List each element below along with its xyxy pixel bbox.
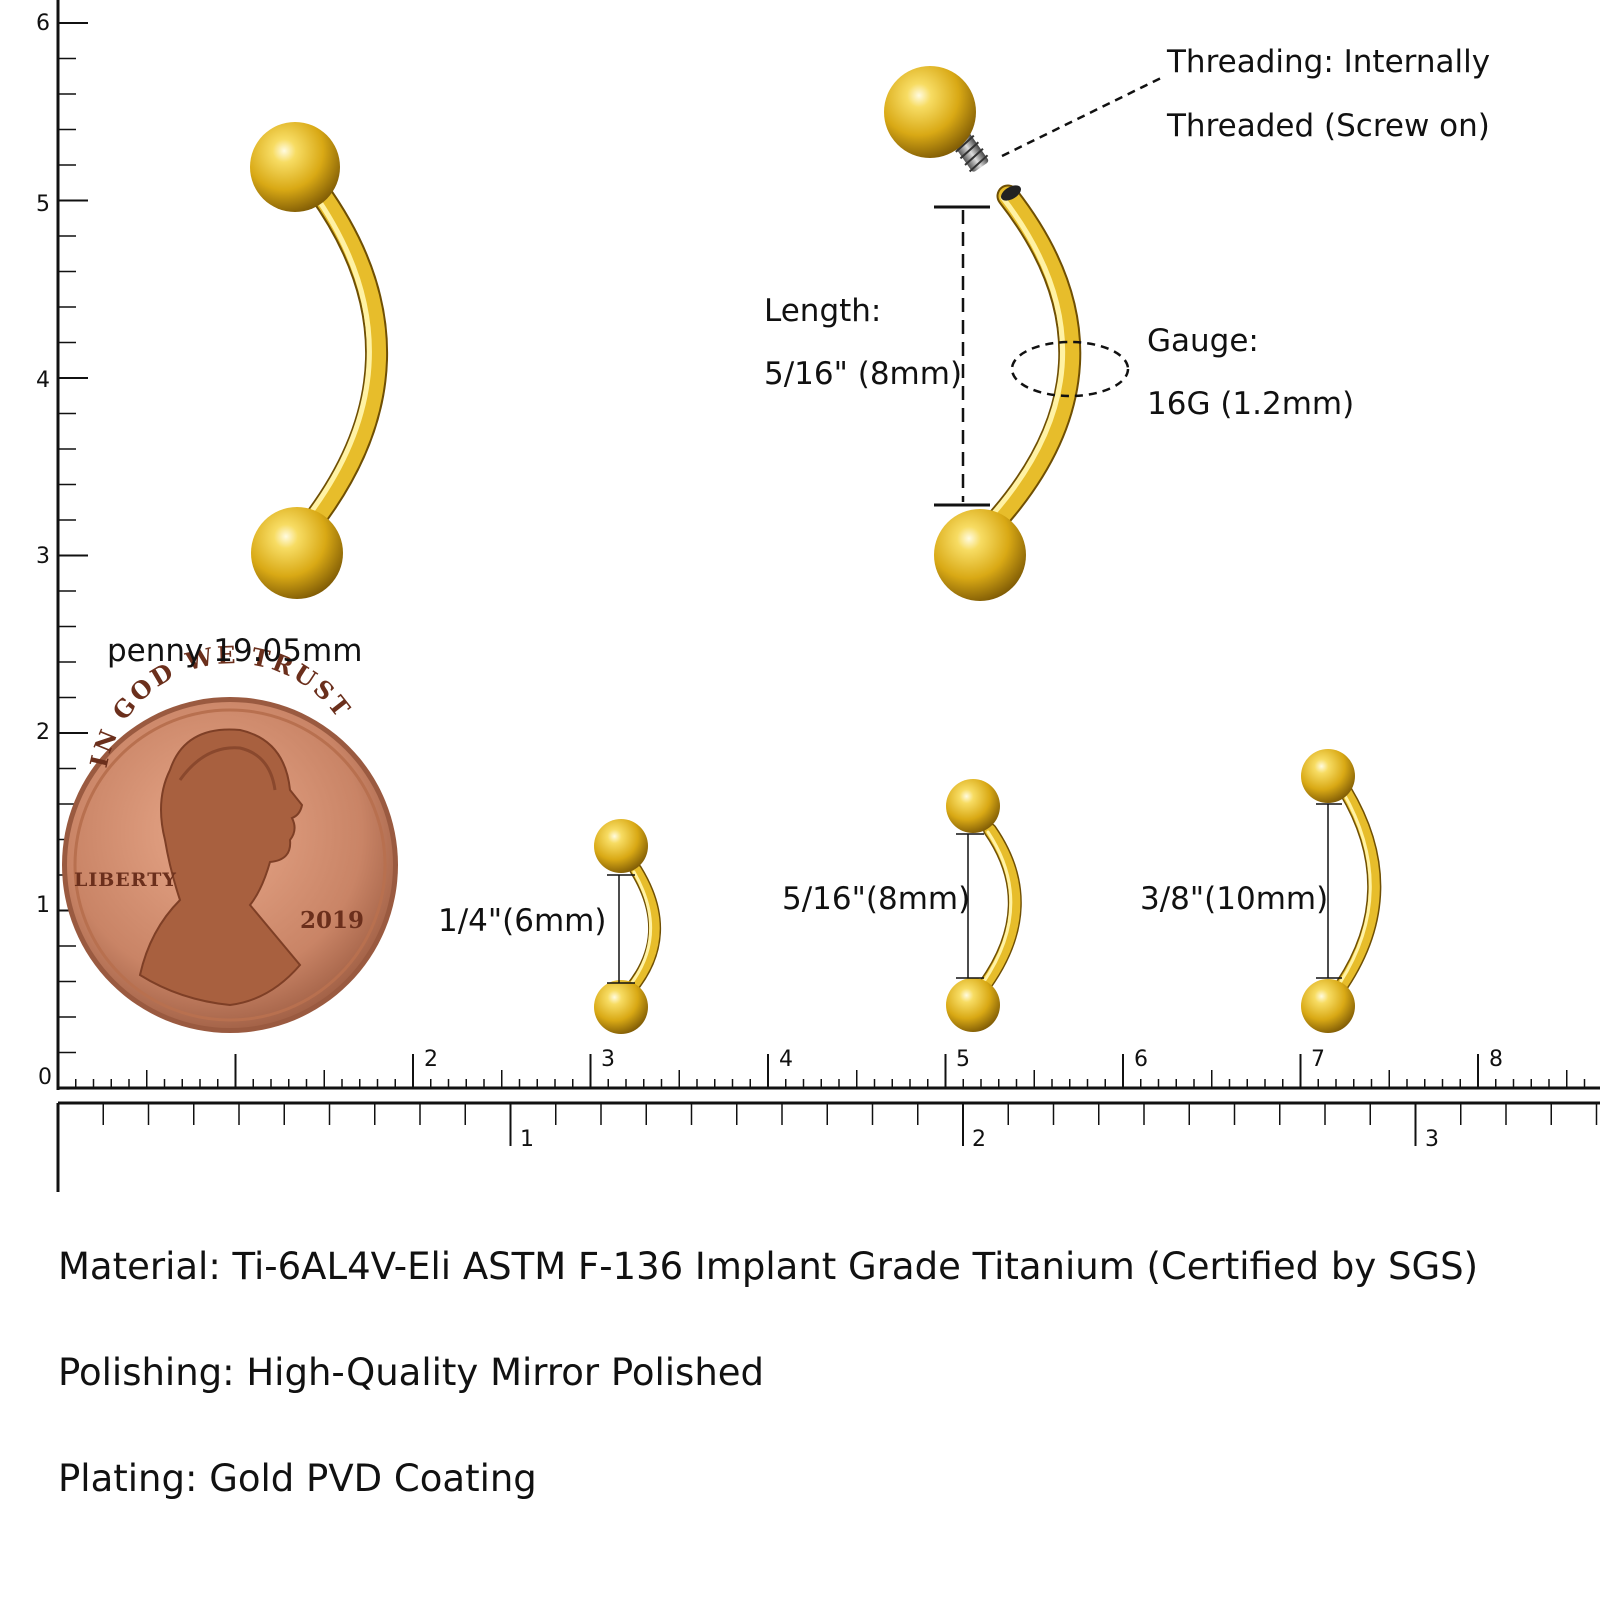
spec-polishing: Polishing: High-Quality Mirror Polished [58,1351,765,1394]
hruler-label-8: 8 [1489,1047,1503,1072]
penny-year: 2019 [300,907,364,934]
top-ball [250,122,340,212]
hruler-label-3: 3 [601,1047,615,1072]
vruler-label-4: 4 [36,368,50,393]
length-dimension [934,205,990,507]
horizontal-ruler-cm: 2 3 4 5 6 7 8 [58,1047,1600,1090]
size-label-10mm: 3/8"(10mm) [1140,881,1329,917]
vertical-ruler: 0 1 2 3 4 5 6 [36,0,88,1090]
threading-leader-line [1001,74,1166,158]
vruler-label-1: 1 [36,893,50,918]
vruler-label-5: 5 [36,192,50,217]
bottom-ball [934,509,1026,601]
hruler-label-5: 5 [956,1047,970,1072]
vertical-ruler-ticks [58,22,88,1089]
exploded-curved-barbell [884,66,1166,601]
gauge-ellipse [1010,340,1130,398]
threading-label-line1: Threading: Internally [1167,44,1491,80]
barbell-8mm [946,779,1022,1032]
vruler-label-2: 2 [36,720,50,745]
size-label-8mm: 5/16"(8mm) [782,881,971,917]
spec-material: Material: Ti-6AL4V-Eli ASTM F-136 Implan… [58,1245,1479,1288]
threading-label-line2: Threaded (Screw on) [1167,108,1490,144]
vertical-ruler-labels: 0 1 2 3 4 5 6 [36,11,52,1090]
horizontal-ruler-inch: 1 2 3 [56,1101,1600,1192]
hruler-label-7: 7 [1311,1047,1325,1072]
horizontal-ruler-inch-ticks [102,1103,1598,1146]
hruler-label-2: 2 [424,1047,438,1072]
barbell-6mm [594,819,661,1034]
horizontal-ruler-cm-ticks [75,1054,1586,1088]
lincoln-portrait [138,728,304,1007]
product-diagram: 0 1 2 3 4 5 6 2 3 4 5 6 7 8 1 2 3 [36,0,1600,1192]
spec-plating: Plating: Gold PVD Coating [58,1457,537,1500]
hruler-label-6: 6 [1134,1047,1148,1072]
screw-ball [884,66,976,158]
gauge-label-title: Gauge: [1147,323,1259,359]
inch-label-2: 2 [972,1127,986,1152]
vruler-label-0: 0 [38,1065,52,1090]
bottom-ball [251,507,343,599]
length-label-value: 5/16" (8mm) [764,356,963,392]
hruler-label-4: 4 [779,1047,793,1072]
penny-coin: IN GOD WE TRUST LIBERTY 2019 [62,640,398,1033]
barbell-10mm [1301,749,1382,1033]
gauge-label-value: 16G (1.2mm) [1147,386,1355,422]
threaded-hole [1001,185,1021,201]
penny-liberty: LIBERTY [74,869,177,891]
inch-label-3: 3 [1425,1127,1439,1152]
vruler-label-3: 3 [36,544,50,569]
length-label-title: Length: [764,293,882,329]
vruler-label-6: 6 [36,11,50,36]
penny-size-label: penny 19.05mm [107,633,363,669]
size-label-6mm: 1/4"(6mm) [438,903,607,939]
inch-label-1: 1 [520,1127,534,1152]
large-curved-barbell [250,122,388,599]
